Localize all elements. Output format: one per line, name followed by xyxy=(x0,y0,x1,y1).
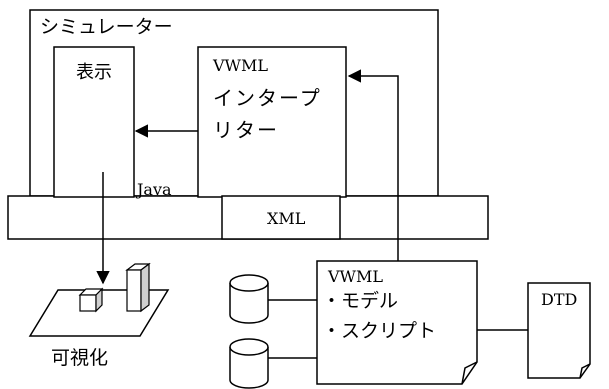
visualization-label: 可視化 xyxy=(51,347,108,369)
database-icon-1 xyxy=(230,275,268,323)
interpreter-label-line3: リター xyxy=(213,118,279,142)
database-icon-2 xyxy=(230,339,268,388)
tall-block-icon xyxy=(127,264,149,311)
xml-label: XML xyxy=(267,209,306,228)
vwml-document-label-line2: ・モデル xyxy=(322,290,398,312)
simulator-label: シミュレーター xyxy=(40,16,173,38)
interpreter-label-line1: VWML xyxy=(212,56,268,75)
vwml-document-label-line1: VWML xyxy=(327,267,383,286)
interpreter-label-line2: インタープ xyxy=(213,86,322,110)
dtd-label: DTD xyxy=(541,290,577,309)
small-cube-icon xyxy=(80,289,102,311)
display-label: 表示 xyxy=(76,62,112,83)
vwml-document-label-line3: ・スクリプト xyxy=(322,320,436,342)
java-label: Java xyxy=(135,180,172,199)
